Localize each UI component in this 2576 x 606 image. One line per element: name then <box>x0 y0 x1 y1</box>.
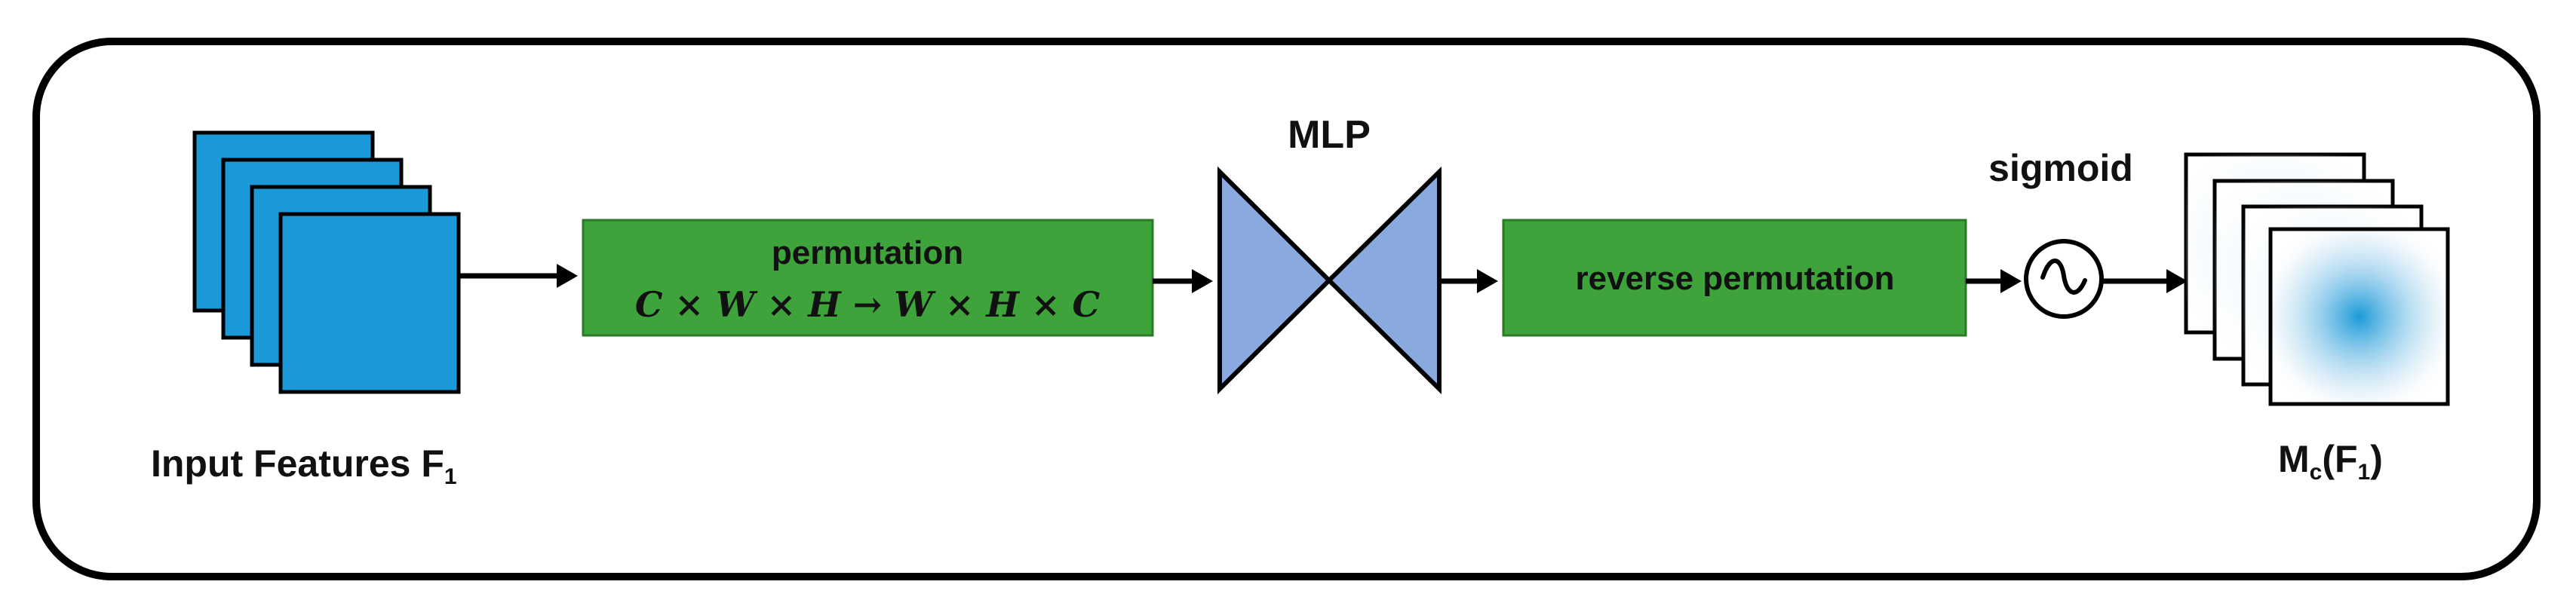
output-attention-map <box>2268 227 2450 406</box>
arrow-input-to-permutation <box>459 264 578 288</box>
permutation-formula: C × W × H → W × H × C <box>635 284 1101 325</box>
arrow-reverse-to-sigmoid <box>1966 269 2022 293</box>
sigmoid-label: sigmoid <box>1988 147 2133 189</box>
arrow-mlp-to-reverse <box>1439 269 1498 293</box>
reverse-permutation-block <box>1502 219 1967 337</box>
input-feature-stack <box>192 130 461 394</box>
input-feature-map <box>278 212 461 394</box>
input-features-label: Input Features F1 <box>151 442 457 489</box>
arrow-sigmoid-to-output <box>2102 269 2188 293</box>
sigmoid-icon <box>2024 239 2104 319</box>
mlp-label: MLP <box>1288 113 1371 157</box>
reverse-permutation-label: reverse permutation <box>1575 260 1894 297</box>
arrow-permutation-to-mlp <box>1153 269 1213 293</box>
mlp-shape <box>1217 166 1442 395</box>
output-label: Mc(F1) <box>2278 438 2383 485</box>
output-attention-stack <box>2184 152 2450 406</box>
permutation-title: permutation <box>772 234 963 271</box>
permutation-block <box>582 219 1154 337</box>
